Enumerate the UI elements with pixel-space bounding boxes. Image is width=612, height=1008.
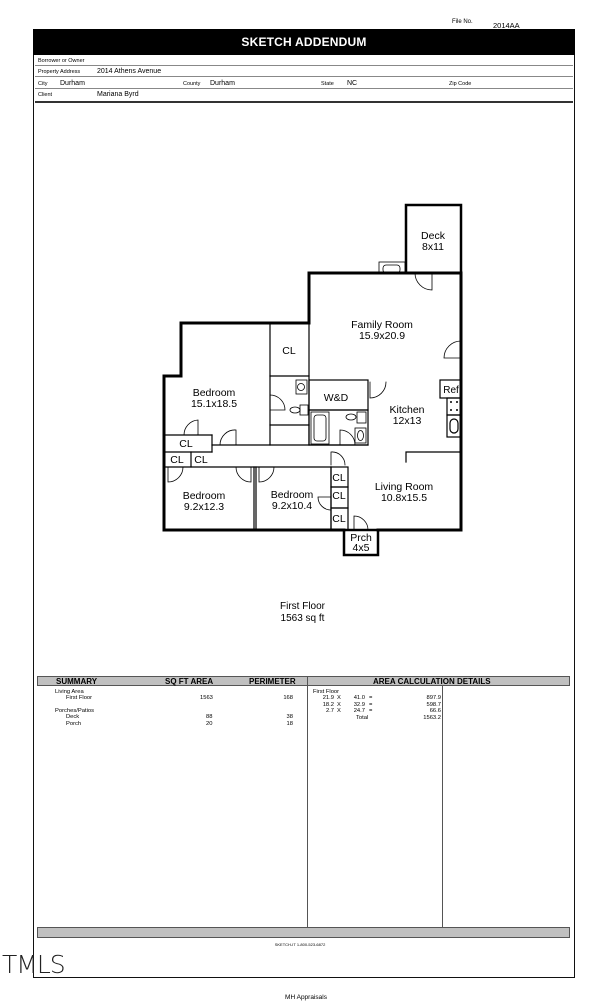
- calc-total-value: 1563.2: [423, 714, 441, 721]
- closet-label: CL: [170, 454, 184, 466]
- calc-total-row: Total 1563.2: [313, 715, 441, 721]
- calc-op: X: [337, 708, 341, 715]
- borrower-row: Borrower or Owner: [35, 56, 573, 66]
- footer-bar: [37, 927, 570, 938]
- zip-label: Zip Code: [449, 81, 472, 87]
- calc-result: 598.7: [426, 701, 441, 708]
- address-row: Property Address 2014 Athens Avenue: [35, 67, 573, 77]
- room-name-porch: Prch: [350, 532, 372, 544]
- closet-label: CL: [194, 454, 208, 466]
- client-value: Mariana Byrd: [97, 91, 139, 98]
- summary-divider: [307, 676, 308, 927]
- borrower-label: Borrower or Owner: [38, 58, 85, 64]
- address-label: Property Address: [38, 69, 81, 75]
- room-dims-living-room: 10.8x15.5: [381, 492, 427, 504]
- city-label: City: [38, 81, 48, 87]
- row-area: 1563: [200, 695, 213, 702]
- floor-plan-sketch: Deck 8x11 Family Room 15.9x20.9 Bedroom …: [162, 203, 463, 557]
- row-area: 88: [206, 714, 213, 721]
- closet-label: CL: [332, 472, 346, 484]
- calc-result: 66.6: [429, 708, 441, 715]
- address-value: 2014 Athens Avenue: [97, 68, 162, 75]
- state-label: State: [321, 81, 334, 87]
- room-dims-kitchen: 12x13: [393, 415, 422, 427]
- calc-floor-label: First Floor: [313, 689, 340, 695]
- room-name-kitchen: Kitchen: [389, 404, 424, 416]
- closet-label: CL: [332, 490, 346, 502]
- room-dims-porch: 4x5: [353, 542, 370, 554]
- location-row: City Durham County Durham State NC Zip C…: [35, 79, 573, 89]
- calc-a: 18.2: [322, 701, 334, 708]
- summary-table: Living Area First Floor 1563 168 Porches…: [55, 689, 300, 727]
- calc-b: 24.7: [353, 708, 365, 715]
- calc-divider: [442, 686, 443, 927]
- calc-a: 21.9: [322, 695, 334, 702]
- calc-row: 21.9 X 41.0 = 897.9: [313, 695, 441, 701]
- tmls-watermark-logo: TMLS: [2, 950, 66, 979]
- row-name: First Floor: [66, 695, 93, 702]
- room-dims-master-bedroom: 15.1x18.5: [191, 398, 237, 410]
- room-dims-bedroom-3: 9.2x10.4: [272, 500, 312, 512]
- calc-row: 2.7 X 24.7 = 66.6: [313, 708, 441, 714]
- row-perimeter: 18: [286, 720, 293, 727]
- calc-eq: =: [369, 708, 373, 715]
- perimeter-header: PERIMETER: [249, 677, 296, 686]
- fridge-label: Ref: [443, 385, 459, 396]
- file-number-value: 2014AA: [493, 21, 520, 30]
- file-number-label: File No.: [452, 19, 473, 25]
- page-title: SKETCH ADDENDUM: [33, 29, 575, 55]
- calc-eq: =: [369, 695, 373, 702]
- summary-header-bar: SUMMARY SQ FT AREA PERIMETER AREA CALCUL…: [37, 676, 570, 686]
- summary-row: First Floor 1563 168: [55, 695, 300, 701]
- closet-label: CL: [179, 438, 193, 450]
- sqft-area-header: SQ FT AREA: [165, 677, 214, 686]
- room-name-family-room: Family Room: [351, 319, 413, 331]
- floor-caption: First Floor 1563 sq ft: [230, 601, 375, 625]
- calc-op: X: [337, 695, 341, 702]
- room-dims-family-room: 15.9x20.9: [359, 330, 405, 342]
- calc-row: 18.2 X 32.9 = 598.7: [313, 702, 441, 708]
- room-name-bedroom-3: Bedroom: [271, 489, 314, 501]
- room-name-bedroom-2: Bedroom: [183, 490, 226, 502]
- calc-result: 897.9: [426, 695, 441, 702]
- room-dims-bedroom-2: 9.2x12.3: [184, 501, 224, 513]
- floor-area: 1563 sq ft: [280, 613, 325, 624]
- laundry-label: W&D: [324, 392, 349, 404]
- summary-header: SUMMARY: [56, 677, 98, 686]
- row-perimeter: 38: [286, 714, 293, 721]
- calc-op: X: [337, 701, 341, 708]
- calc-a: 2.7: [325, 708, 334, 715]
- client-label: Client: [38, 92, 53, 98]
- row-name: Porch: [66, 720, 82, 727]
- summary-row: Deck 88 38: [55, 714, 300, 720]
- room-name-living-room: Living Room: [375, 481, 434, 493]
- closet-label: CL: [332, 513, 346, 525]
- row-name: Deck: [66, 714, 80, 721]
- county-value: Durham: [210, 80, 235, 87]
- company-name: MH Appraisals: [285, 994, 327, 1001]
- area-calc-table: First Floor 21.9 X 41.0 = 897.9 18.2 X 3…: [313, 689, 441, 721]
- room-name-deck: Deck: [421, 230, 446, 242]
- header-divider: [35, 101, 573, 103]
- floor-name: First Floor: [280, 601, 325, 612]
- living-area-label: Living Area: [55, 689, 84, 695]
- county-label: County: [183, 81, 201, 87]
- calc-b: 41.0: [353, 695, 365, 702]
- area-calc-header: AREA CALCULATION DETAILS: [373, 677, 491, 686]
- room-dims-deck: 8x11: [422, 241, 444, 253]
- city-value: Durham: [60, 80, 85, 87]
- client-row: Client Mariana Byrd: [35, 90, 573, 100]
- calc-total-label: Total: [356, 714, 369, 721]
- closet-label: CL: [282, 345, 296, 357]
- calc-b: 32.9: [353, 701, 365, 708]
- row-perimeter: 168: [283, 695, 293, 702]
- row-area: 20: [206, 720, 213, 727]
- porches-label: Porches/Patios: [55, 707, 94, 714]
- room-name-master-bedroom: Bedroom: [193, 387, 236, 399]
- calc-eq: =: [369, 701, 373, 708]
- summary-row: Porch 20 18: [55, 721, 300, 727]
- sketch-software-phone: SKETCH-IT 1-800-523-6872: [274, 942, 326, 947]
- state-value: NC: [347, 80, 358, 87]
